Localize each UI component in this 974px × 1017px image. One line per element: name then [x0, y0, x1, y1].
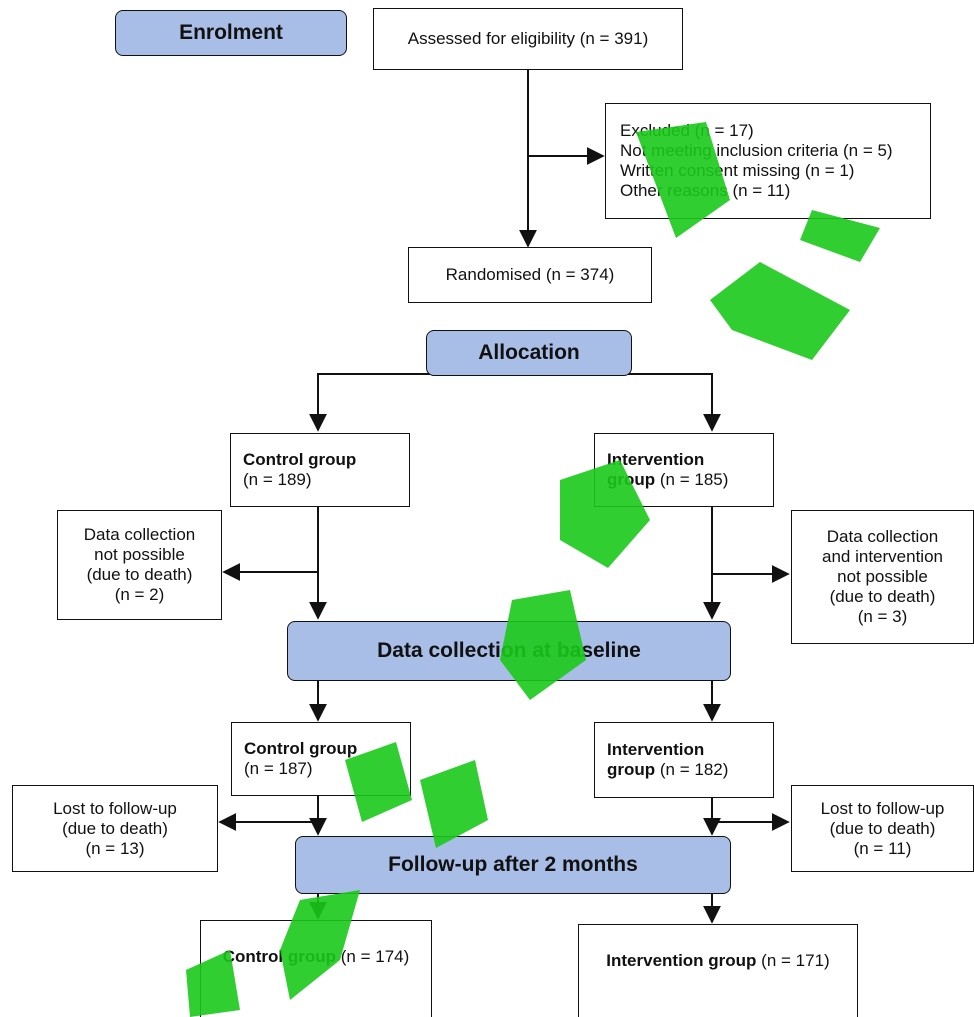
stage-baseline-label: Data collection at baseline	[377, 639, 641, 662]
assessed-box: Assessed for eligibility (n = 391)	[373, 8, 683, 70]
interv-loss1-count: (n = 3)	[857, 607, 908, 626]
control-group-final: Control group (n = 174)	[200, 920, 432, 1017]
control-loss1-line: (due to death)	[86, 565, 193, 584]
excluded-line-3: Other reasons (n = 11)	[620, 181, 791, 200]
control-loss2-line: (due to death)	[62, 818, 168, 838]
allocation-split-line	[317, 373, 713, 430]
stage-allocation: Allocation	[426, 330, 632, 376]
interv-loss2-count: (n = 11)	[853, 838, 912, 858]
intervention-group-final: Intervention group (n = 171)	[578, 924, 858, 1017]
interv-loss2-line: Lost to follow-up	[820, 798, 945, 818]
excluded-box: Excluded (n = 17) Not meeting inclusion …	[605, 103, 931, 219]
control-loss2-count: (n = 13)	[85, 838, 145, 858]
control-loss1-count: (n = 2)	[114, 585, 165, 604]
interv-base-label-1: Intervention	[607, 740, 705, 759]
interv-loss1-line: Data collection	[826, 527, 939, 546]
control-loss-baseline: Data collection not possible (due to dea…	[57, 510, 222, 620]
interv-alloc-count: (n = 185)	[655, 470, 729, 489]
stage-enrolment-label: Enrolment	[179, 21, 283, 44]
stage-baseline: Data collection at baseline	[287, 621, 731, 681]
control-base-count: (n = 187)	[244, 759, 313, 778]
control-loss1-line: not possible	[94, 545, 185, 564]
interv-loss1-line: and intervention	[822, 547, 943, 566]
control-alloc-label: Control group	[243, 450, 357, 469]
excluded-line-2: Written consent missing (n = 1)	[620, 161, 855, 180]
interv-alloc-label-1: Intervention	[607, 450, 705, 469]
control-final-count: (n = 174)	[336, 947, 410, 966]
randomised-text: Randomised (n = 374)	[445, 265, 615, 284]
interv-loss1-line: (due to death)	[829, 587, 936, 606]
control-alloc-count: (n = 189)	[243, 470, 312, 489]
control-group-allocated: Control group (n = 189)	[230, 433, 410, 507]
intervention-loss-followup: Lost to follow-up (due to death) (n = 11…	[791, 785, 974, 872]
interv-loss1-line: not possible	[837, 567, 928, 586]
control-group-baseline: Control group (n = 187)	[231, 722, 411, 796]
randomised-box: Randomised (n = 374)	[408, 247, 652, 303]
control-loss2-line: Lost to follow-up	[53, 798, 177, 818]
stage-followup: Follow-up after 2 months	[295, 836, 731, 894]
intervention-loss-baseline: Data collection and intervention not pos…	[791, 510, 974, 644]
control-final-label: Control group	[222, 947, 337, 966]
stage-allocation-label: Allocation	[478, 341, 580, 364]
control-loss-followup: Lost to follow-up (due to death) (n = 13…	[12, 785, 218, 872]
excluded-title: Excluded (n = 17)	[620, 121, 754, 140]
interv-final-count: (n = 171)	[756, 951, 830, 970]
assessed-text: Assessed for eligibility (n = 391)	[407, 29, 649, 48]
interv-final-label: Intervention group	[606, 951, 757, 970]
control-loss1-line: Data collection	[83, 525, 196, 544]
intervention-group-baseline: Intervention group (n = 182)	[594, 722, 774, 798]
control-base-label: Control group	[244, 739, 358, 758]
stage-enrolment: Enrolment	[115, 10, 347, 56]
stage-followup-label: Follow-up after 2 months	[388, 853, 638, 876]
interv-loss2-line: (due to death)	[829, 818, 936, 838]
intervention-group-allocated: Intervention group (n = 185)	[594, 433, 774, 507]
excluded-line-1: Not meeting inclusion criteria (n = 5)	[620, 141, 893, 160]
interv-base-label-2: group	[607, 760, 656, 779]
interv-alloc-label-2: group	[607, 470, 656, 489]
interv-base-count: (n = 182)	[655, 760, 729, 779]
